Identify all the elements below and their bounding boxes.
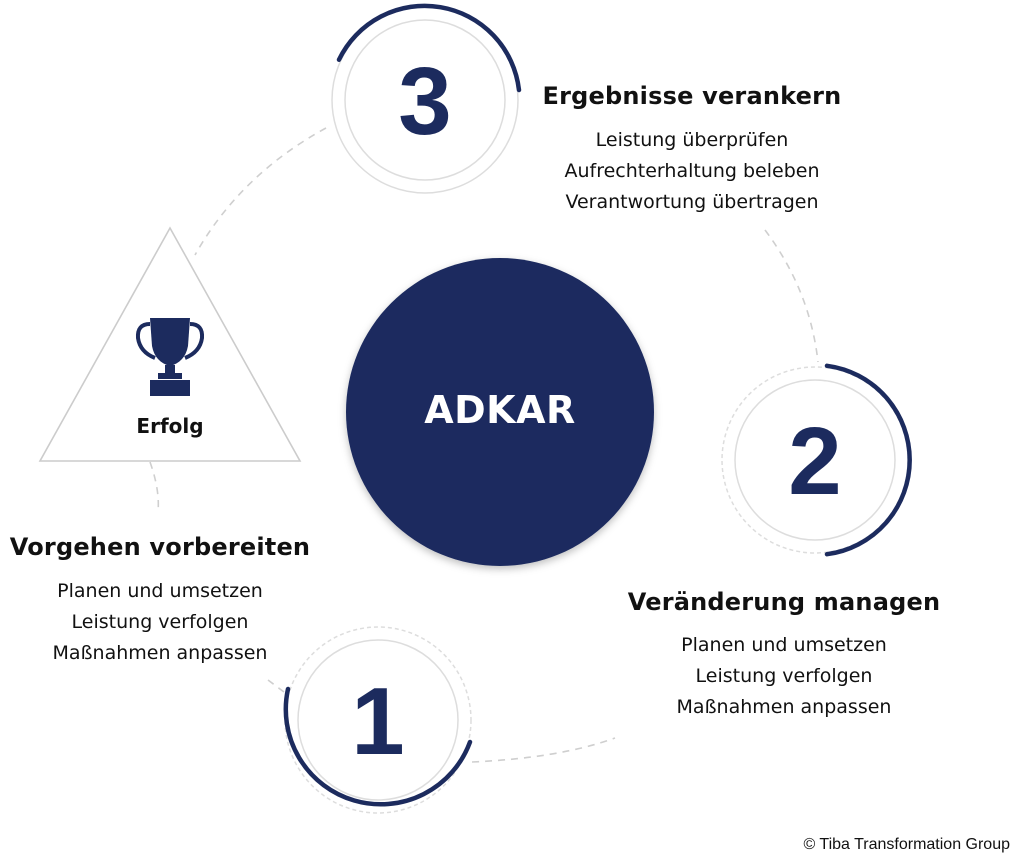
success-label: Erfolg xyxy=(136,414,204,438)
step-1-item: Planen und umsetzen xyxy=(57,580,263,602)
step-3-ring xyxy=(331,3,522,194)
step-2-number: 2 xyxy=(788,408,842,515)
step-2-item: Planen und umsetzen xyxy=(681,634,887,656)
step-3-item: Aufrechterhaltung beleben xyxy=(564,160,820,182)
copyright-notice: © Tiba Transformation Group xyxy=(803,836,1010,853)
connector-2-to-3 xyxy=(764,229,819,363)
connector-1-to-2 xyxy=(471,737,616,763)
connector-success-to-1 xyxy=(149,461,160,513)
step-1-ring xyxy=(283,626,473,814)
step-1-title: Vorgehen vorbereiten xyxy=(9,533,311,561)
step-3-number: 3 xyxy=(398,48,452,155)
step-3-title: Ergebnisse verankern xyxy=(542,82,842,110)
step-2-ring xyxy=(721,363,912,557)
step-3-item: Leistung überprüfen xyxy=(595,129,789,151)
step-1-item: Leistung verfolgen xyxy=(71,611,249,633)
step-3-item: Verantwortung übertragen xyxy=(565,191,819,213)
connector-3-to-success xyxy=(194,127,327,256)
step-2-item: Leistung verfolgen xyxy=(695,665,873,687)
step-2-title: Veränderung managen xyxy=(627,588,941,616)
center-circle xyxy=(346,258,654,566)
step-2-item: Maßnahmen anpassen xyxy=(676,696,892,718)
step-1-item: Maßnahmen anpassen xyxy=(52,642,268,664)
dashed-connectors xyxy=(149,127,819,763)
connector-text-to-1 xyxy=(267,679,289,696)
step-1-number: 1 xyxy=(351,668,405,775)
trophy-icon xyxy=(135,318,205,396)
center-label: ADKAR xyxy=(424,388,576,432)
